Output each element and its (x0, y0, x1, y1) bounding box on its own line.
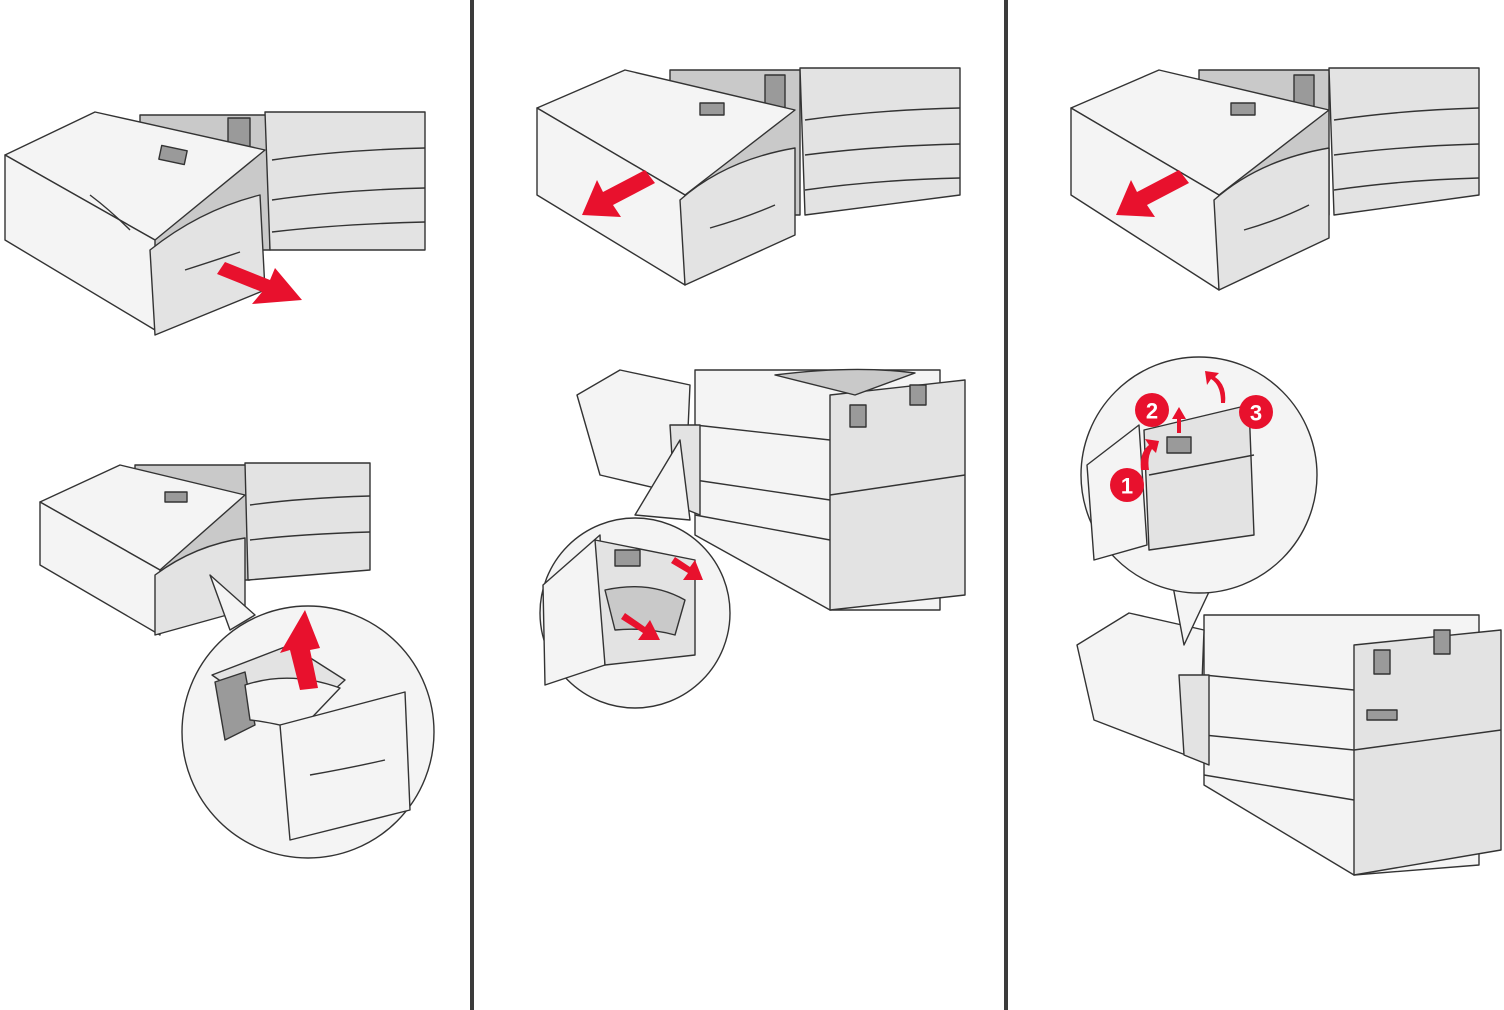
callout-3: 3 (1239, 395, 1273, 429)
feeder-slide-illustration (1009, 0, 1504, 320)
step-panel-3: 1 2 3 (1009, 0, 1504, 1010)
step-panel-1 (0, 0, 471, 1010)
callout-2: 2 (1135, 393, 1169, 427)
callout-number-2: 2 (1146, 399, 1158, 424)
callout-1: 1 (1110, 468, 1144, 502)
feeder-tray-illustration (0, 0, 471, 360)
jammed-paper-illustration (0, 460, 471, 880)
callout-illustration: 1 2 3 (1009, 345, 1504, 885)
panel-divider-2 (1004, 0, 1008, 1010)
panel-divider-1 (470, 0, 474, 1010)
feeder-slide-illustration (475, 0, 1005, 320)
step-panel-2 (475, 0, 1005, 1010)
callout-number-1: 1 (1121, 474, 1133, 499)
remove-paper-illustration (475, 365, 1005, 725)
callout-number-3: 3 (1250, 401, 1262, 426)
